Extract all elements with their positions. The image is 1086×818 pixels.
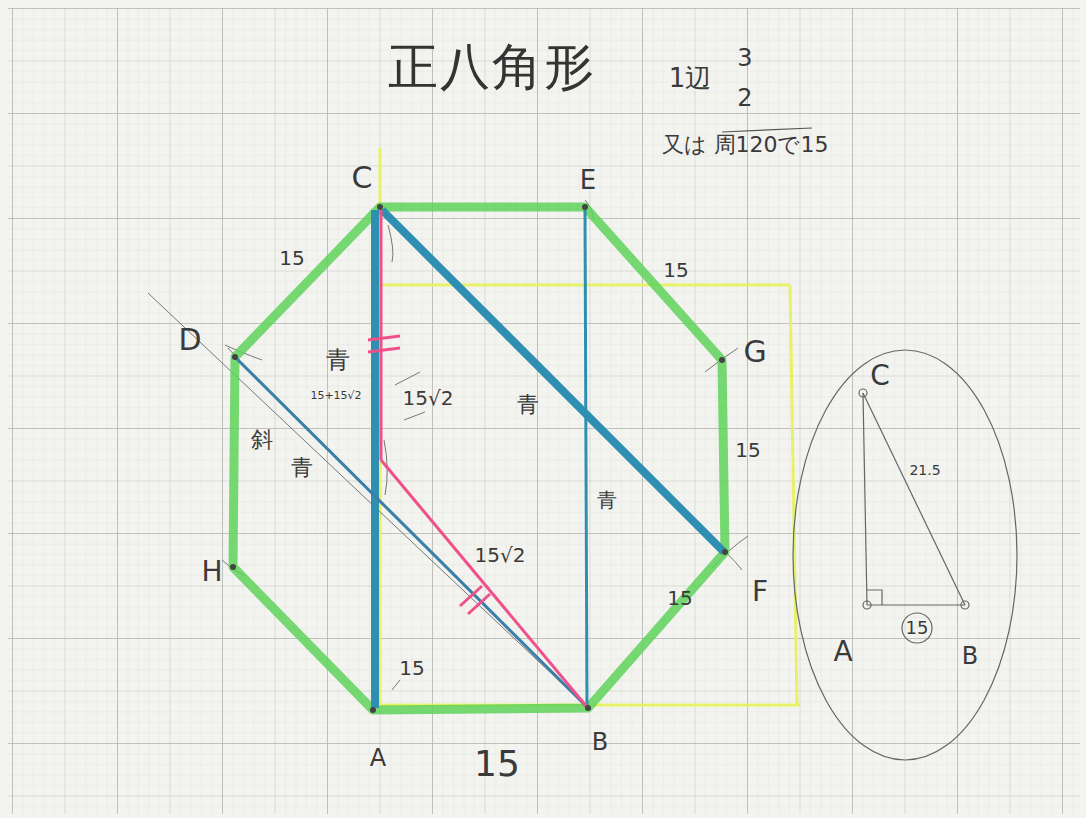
- triangle-side: [863, 393, 867, 605]
- circle-mark: [902, 613, 932, 643]
- vertex-label: F: [752, 578, 768, 606]
- circled-number: 15: [906, 619, 929, 637]
- vertex-dot: [582, 204, 588, 210]
- line-note: 斜: [251, 429, 273, 451]
- point-label: C: [870, 362, 890, 390]
- vertex-dot: [722, 549, 728, 555]
- color-note: 青: [291, 457, 313, 479]
- length-label: 21.5: [909, 463, 940, 477]
- blue-line: [371, 210, 379, 708]
- perimeter-note: 又は 周120で15: [662, 134, 829, 156]
- dimension-label: 15: [399, 658, 424, 678]
- triangle-side: [863, 393, 965, 605]
- compass-arc: [388, 225, 393, 262]
- pink-line: [381, 460, 587, 707]
- equal-tick: [368, 336, 400, 340]
- sketch-oval: [793, 350, 1017, 760]
- dimension-label: 15: [667, 588, 692, 608]
- color-note: 青: [517, 394, 539, 416]
- vertex-label: B: [592, 730, 608, 754]
- dimension-label: 15: [474, 746, 520, 782]
- vertex-dot: [719, 357, 725, 363]
- leader-line: [404, 412, 425, 420]
- color-note: 青: [597, 490, 617, 510]
- vertex-label: C: [352, 163, 373, 193]
- dimension-label: 15: [279, 248, 304, 268]
- point-label: B: [962, 644, 978, 668]
- fraction-number: 2: [737, 86, 752, 110]
- dimension-label: 15: [735, 440, 760, 460]
- leader-line: [392, 680, 400, 690]
- vertex-dots: [230, 204, 728, 713]
- vertex-label: D: [178, 325, 201, 355]
- point-dot: [863, 601, 871, 609]
- vertex-dot: [377, 204, 383, 210]
- vertex-dot: [585, 705, 591, 711]
- blue-lines: [236, 210, 724, 708]
- color-note: 青: [326, 348, 350, 372]
- equal-tick: [468, 594, 490, 614]
- vertex-dot: [232, 354, 238, 360]
- leader-line: [395, 372, 420, 385]
- vertex-dot: [230, 564, 236, 570]
- title-text: 正八角形: [388, 42, 596, 92]
- blue-line: [236, 358, 588, 708]
- point-dot: [961, 601, 969, 609]
- dimension-label: 15: [663, 260, 688, 280]
- vertex-label: H: [201, 558, 222, 586]
- vertex-label: E: [580, 167, 596, 193]
- right-angle-mark: [867, 590, 882, 605]
- dimension-label: 15√2: [403, 388, 454, 408]
- octagon-outline: [233, 207, 725, 710]
- fraction-number: 3: [737, 46, 752, 70]
- point-dot: [859, 389, 867, 397]
- side-length-note: 1辺: [669, 65, 712, 91]
- equal-tick: [368, 348, 400, 352]
- fraction-bar: [722, 128, 812, 132]
- point-label: A: [833, 638, 852, 666]
- vertex-label: A: [370, 746, 386, 770]
- dimension-label: 15+15√2: [310, 390, 361, 401]
- dimension-label: 15√2: [475, 545, 526, 565]
- side-sketch: [722, 128, 1017, 760]
- guide-line: [790, 285, 797, 705]
- pink-line: [380, 210, 383, 460]
- vertex-label: G: [743, 337, 766, 367]
- square-guide: [373, 148, 800, 710]
- vertex-dot: [370, 707, 376, 713]
- pink-lines: [368, 210, 587, 707]
- blue-line: [585, 210, 587, 708]
- graph-grid: [8, 8, 1080, 814]
- blue-line: [382, 210, 724, 552]
